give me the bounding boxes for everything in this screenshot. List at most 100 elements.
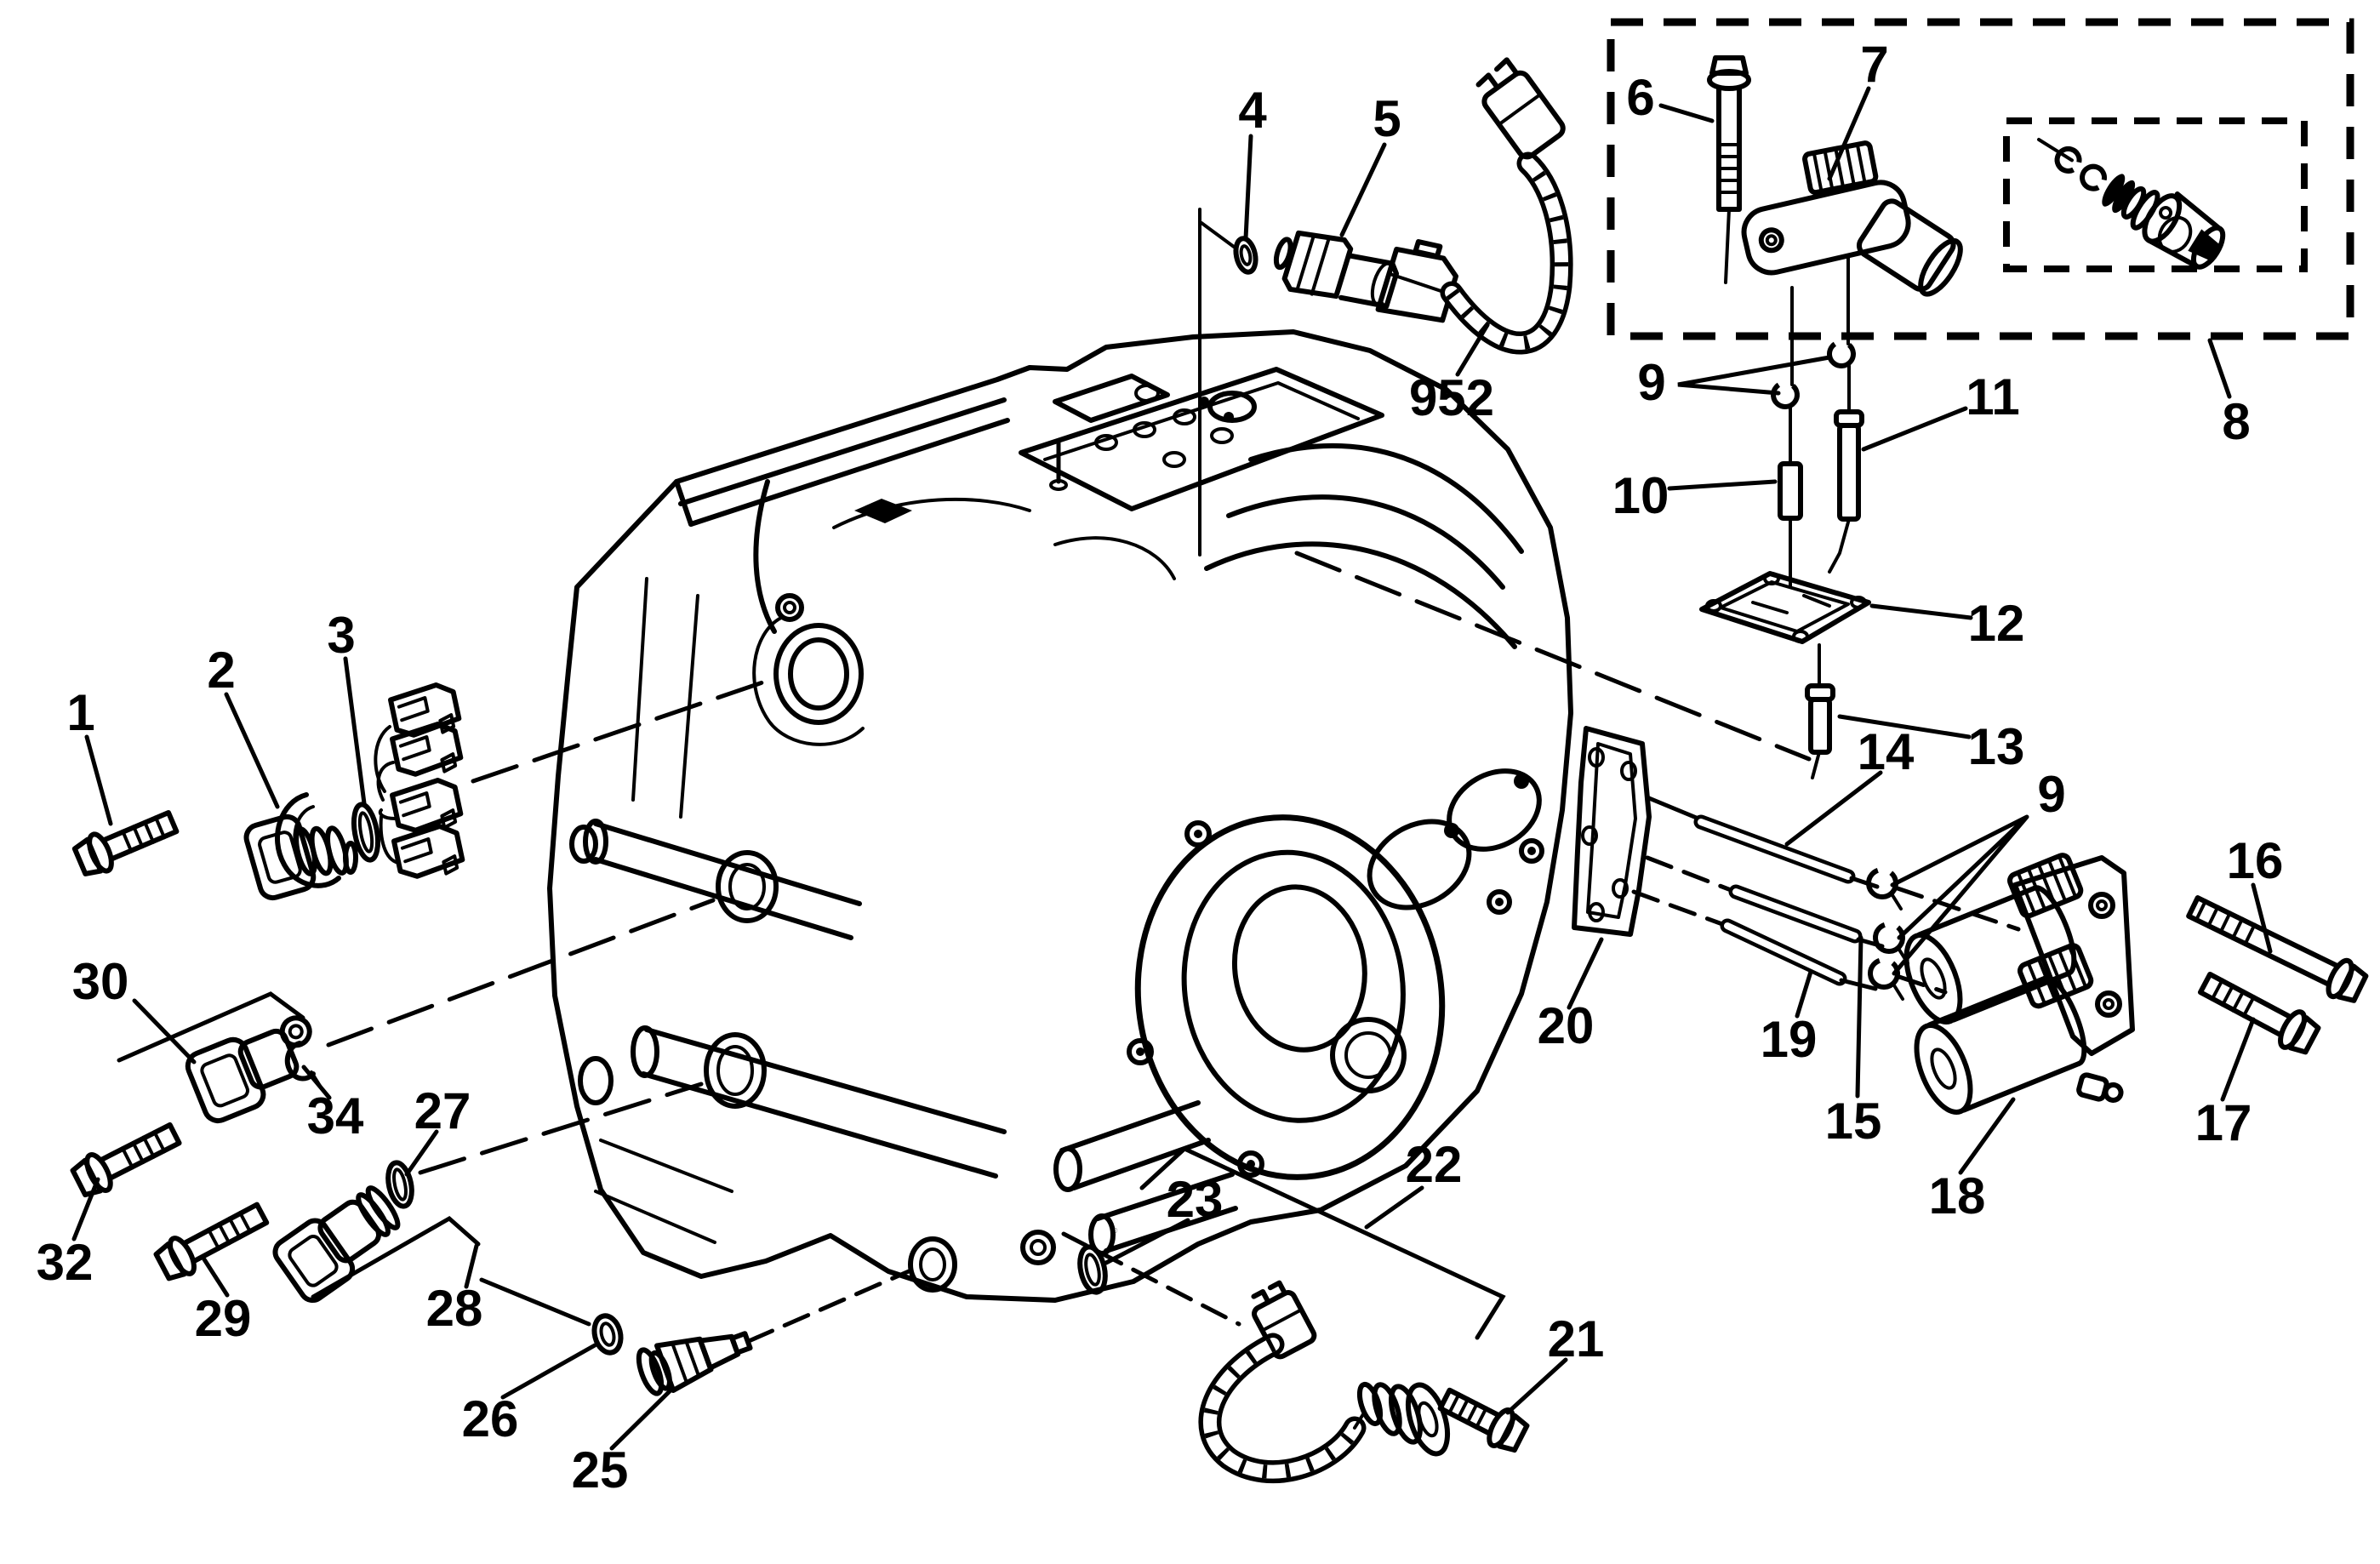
group-brackets	[117, 991, 1506, 1340]
sensor-boss-lower	[704, 1032, 767, 1109]
leader-9b	[1890, 814, 2029, 976]
leader-30	[132, 998, 197, 1065]
callout-20: 20	[1538, 997, 1595, 1054]
callout-34: 34	[307, 1087, 364, 1144]
leader-25	[609, 1386, 675, 1451]
o-ring-3	[351, 802, 381, 863]
leader-20	[1567, 937, 1604, 1010]
bolt-1	[71, 810, 180, 876]
sensor-boss-upper	[752, 593, 865, 746]
callout-952: 952	[1409, 369, 1494, 426]
leader-18	[1958, 1097, 2016, 1175]
callout-7: 7	[1860, 36, 1888, 93]
leader-15	[1855, 935, 1863, 1099]
switch-25	[636, 1331, 753, 1396]
callout-18: 18	[1929, 1167, 1986, 1224]
callout-6: 6	[1626, 69, 1654, 126]
option-group-box-8	[1607, 18, 2354, 340]
o-ring-23	[1077, 1244, 1108, 1295]
bracket-28	[311, 1215, 481, 1299]
callout-26: 26	[462, 1390, 519, 1447]
bolt-32	[70, 1122, 182, 1198]
pin-11	[1828, 364, 1864, 574]
bolt-29	[153, 1202, 270, 1281]
callout-29: 29	[195, 1290, 252, 1347]
washer-26	[591, 1313, 624, 1356]
leader-26	[500, 1343, 597, 1400]
leader-28	[464, 1243, 479, 1289]
switch-boss	[908, 1236, 957, 1293]
leader-6	[1658, 103, 1715, 123]
connector-952-plug	[1475, 57, 1566, 160]
leader-952	[1455, 323, 1490, 377]
harness-952	[1375, 57, 1573, 355]
callout-8: 8	[2222, 393, 2250, 450]
leader-8	[2207, 338, 2232, 399]
sensor-harness-22	[1198, 1280, 1451, 1483]
callout-9b: 9	[2037, 766, 2065, 823]
leader-11	[1861, 406, 1968, 452]
callout-3: 3	[327, 607, 355, 664]
pin-10	[1778, 405, 1803, 589]
inner-option-box	[2003, 117, 2308, 272]
callout-9a: 9	[1637, 354, 1665, 411]
callout-labels: 1 2 3 4 5 952 6 7 8 9 10 11 12 13 14 9 1…	[37, 36, 2284, 1498]
bracket-30	[117, 991, 305, 1063]
callout-30: 30	[72, 953, 129, 1010]
leader-1	[84, 734, 113, 826]
leader-4	[1243, 134, 1253, 241]
wiring-connectors	[374, 682, 465, 879]
retainer-rings-9a	[1771, 340, 1856, 409]
leader-16	[2251, 882, 2273, 954]
leader-19	[1795, 969, 1813, 1019]
pressure-switch-5	[1273, 230, 1400, 309]
callout-11: 11	[1966, 368, 2019, 425]
callout-25: 25	[572, 1441, 629, 1498]
gasket-12	[1699, 571, 1871, 644]
leader-lines	[71, 86, 2273, 1451]
pin-13	[1805, 643, 1835, 779]
leader-17	[2220, 1017, 2256, 1102]
alignment-axes	[326, 551, 1812, 1344]
leader-14	[1784, 770, 1883, 847]
leader-9a	[1677, 355, 1832, 396]
leader-27	[404, 1129, 439, 1177]
callout-14: 14	[1858, 723, 1915, 780]
leader-12	[1869, 603, 1973, 620]
callout-16: 16	[2227, 832, 2284, 889]
bolt-17	[2197, 971, 2321, 1055]
callout-19: 19	[1761, 1011, 1818, 1068]
callout-2: 2	[207, 642, 235, 699]
callout-5: 5	[1373, 90, 1401, 147]
callout-12: 12	[1968, 595, 2025, 652]
bolt-6	[1707, 55, 1751, 284]
bracket-22	[1139, 1146, 1506, 1340]
callout-4: 4	[1238, 82, 1267, 139]
callout-23: 23	[1167, 1171, 1224, 1228]
leader-5	[1339, 142, 1387, 237]
sensor-boss-mid	[716, 850, 779, 923]
bolt-16	[2186, 895, 2369, 1003]
solenoid-assembly-18	[1903, 853, 2135, 1116]
control-valve-8	[2037, 138, 2226, 270]
callout-32: 32	[37, 1234, 94, 1291]
leader-2	[224, 692, 280, 809]
speed-sensor-28	[272, 1185, 401, 1304]
callout-15: 15	[1825, 1093, 1882, 1150]
leader-23	[1104, 1218, 1190, 1265]
leader-22	[1364, 1185, 1424, 1230]
solenoid-7	[1741, 140, 1963, 386]
leader-34	[301, 1065, 332, 1100]
leader-29	[202, 1257, 230, 1298]
bolt-21	[1437, 1387, 1530, 1453]
sensor-2	[243, 792, 358, 901]
leader-21	[1505, 1357, 1568, 1415]
callout-28: 28	[426, 1280, 483, 1337]
callout-10: 10	[1612, 467, 1669, 524]
callout-1: 1	[66, 684, 94, 741]
washer-4	[1233, 236, 1258, 275]
callout-17: 17	[2195, 1094, 2252, 1151]
transaxle-case	[547, 208, 1573, 1303]
callout-27: 27	[414, 1082, 471, 1139]
